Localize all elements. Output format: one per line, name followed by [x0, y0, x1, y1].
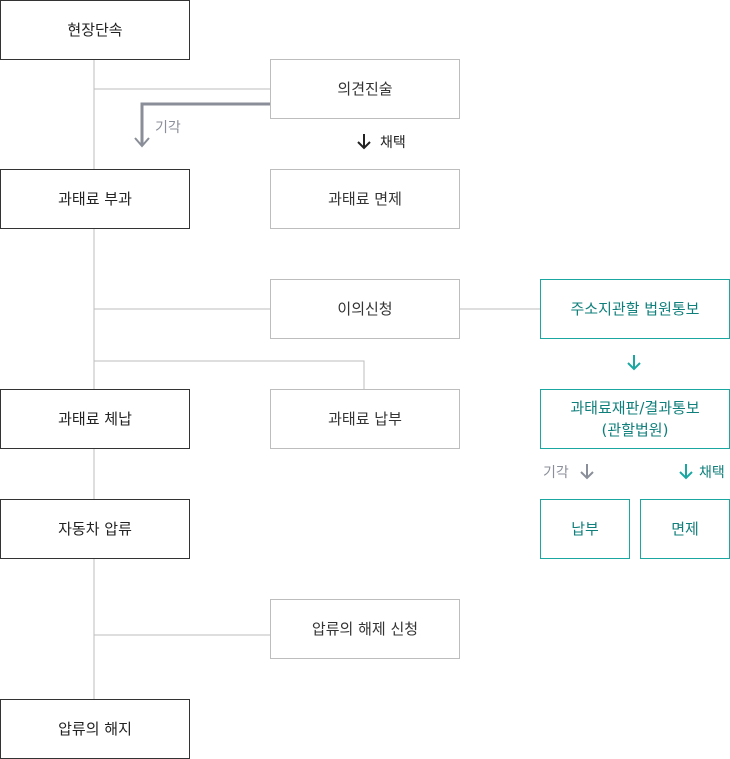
onsite-inspection-label: 현장단속	[67, 21, 123, 39]
court-exemption-label: 면제	[671, 520, 699, 538]
court-notification-label: 주소지관할 법원통보	[570, 300, 700, 318]
onsite-inspection-box: 현장단속	[0, 0, 190, 60]
fine-arrears-label: 과태료 체납	[58, 410, 132, 428]
opinion-statement-label: 의견진술	[337, 80, 393, 98]
fine-exemption-label: 과태료 면제	[328, 190, 402, 208]
seizure-release-request-box: 압류의 해제 신청	[270, 599, 460, 659]
fine-trial-sublabel: (관할법원)	[601, 421, 669, 439]
fine-payment-label: 과태료 납부	[328, 410, 402, 428]
dismissed-label: 기각	[155, 120, 181, 136]
objection-label: 이의신청	[337, 300, 393, 318]
seizure-release-request-label: 압류의 해제 신청	[311, 620, 419, 638]
objection-box: 이의신청	[270, 279, 460, 339]
vehicle-seizure-label: 자동차 압류	[58, 520, 132, 538]
opinion-statement-box: 의견진술	[270, 59, 460, 119]
fine-arrears-box: 과태료 체납	[0, 389, 190, 449]
court-notification-box: 주소지관할 법원통보	[540, 279, 730, 339]
fine-imposition-box: 과태료 부과	[0, 169, 190, 229]
fine-trial-label: 과태료재판/결과통보	[570, 399, 700, 417]
fine-trial-box: 과태료재판/결과통보 (관할법원)	[540, 389, 730, 449]
fine-payment-box: 과태료 납부	[270, 389, 460, 449]
vehicle-seizure-box: 자동차 압류	[0, 499, 190, 559]
court-exemption-box: 면제	[640, 499, 730, 559]
seizure-release-label: 압류의 해지	[58, 720, 132, 738]
court-payment-box: 납부	[540, 499, 630, 559]
court-payment-label: 납부	[571, 520, 599, 538]
adopted-label: 채택	[380, 135, 406, 151]
court-adopted-label: 채택	[699, 465, 725, 481]
fine-imposition-label: 과태료 부과	[58, 190, 132, 208]
court-dismissed-label: 기각	[543, 465, 569, 481]
fine-exemption-box: 과태료 면제	[270, 169, 460, 229]
seizure-release-box: 압류의 해지	[0, 699, 190, 759]
